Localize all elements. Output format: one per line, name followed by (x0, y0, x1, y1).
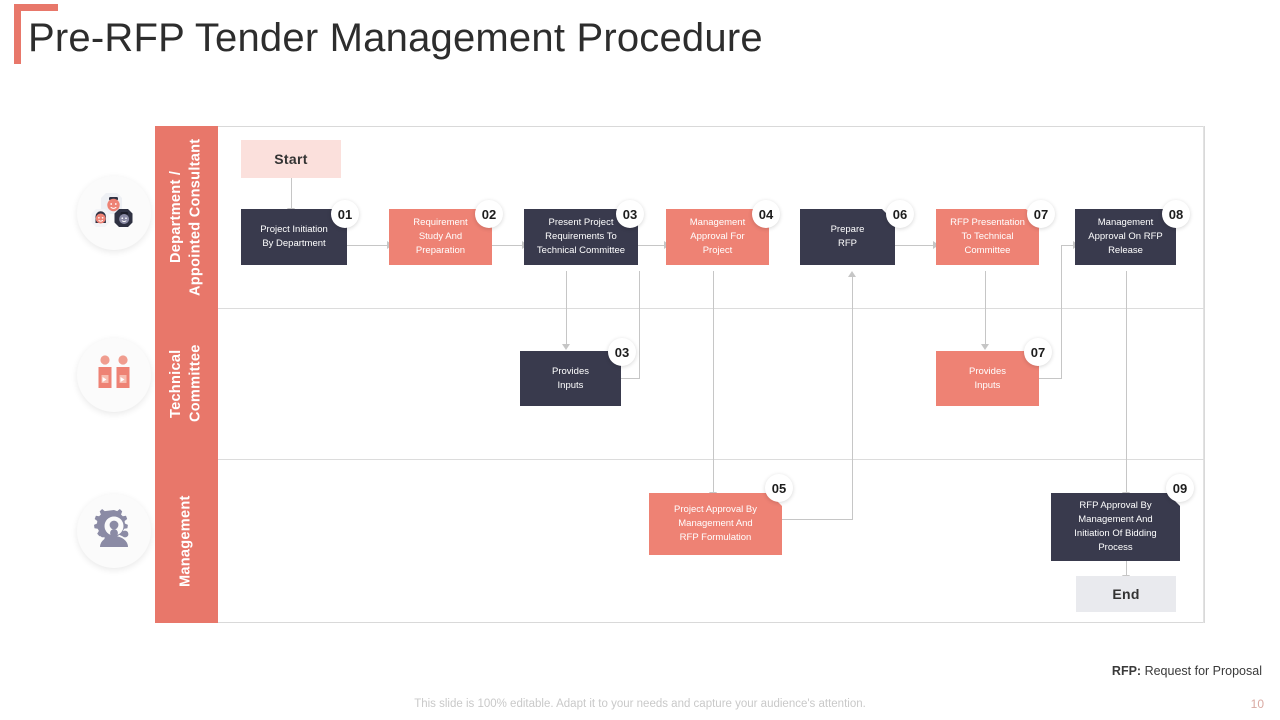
terminator-start-label: Start (274, 151, 308, 167)
connector-start-to-01 (291, 178, 292, 209)
lane-label-management: Management (177, 495, 194, 587)
diagram-inner-rule (1203, 126, 1204, 623)
node-number-07: 07 (1033, 206, 1049, 222)
legend-abbreviation: RFP: Request for Proposal (1112, 664, 1262, 678)
gear-people-icon (77, 494, 151, 568)
accent-mark-horizontal (14, 4, 58, 11)
node-number-inputs-07: 07 (1030, 344, 1046, 360)
connector-inputs07-to-08-v (1061, 245, 1062, 379)
arrowhead-up (848, 271, 856, 277)
node-number-01: 01 (337, 206, 353, 222)
lane-divider (218, 459, 1205, 460)
terminator-start[interactable]: Start (241, 140, 341, 178)
arrowhead-down (562, 344, 570, 350)
node-number-06: 06 (892, 206, 908, 222)
page-number: 10 (1250, 697, 1264, 711)
node-number-04: 04 (758, 206, 774, 222)
node-number-badge-inputs-07: 07 (1024, 338, 1052, 366)
connector-04-to-05 (713, 271, 714, 493)
swimlane-label-bar (155, 126, 218, 623)
node-number-09: 09 (1172, 480, 1188, 496)
node-number-badge-06: 06 (886, 200, 914, 228)
node-number-badge-04: 04 (752, 200, 780, 228)
node-number-08: 08 (1168, 206, 1184, 222)
swimlane-diagram: Department /Appointed Consultant Technic… (155, 126, 1205, 623)
node-number-badge-09: 09 (1166, 474, 1194, 502)
connector-05-to-06-v (852, 277, 853, 520)
node-number-badge-05: 05 (765, 474, 793, 502)
accent-mark-vertical (14, 4, 21, 64)
connector-09-to-end (1126, 552, 1127, 576)
legend-term: RFP: (1111, 664, 1142, 678)
terminator-end-label: End (1112, 586, 1140, 602)
legend-definition: Request for Proposal (1141, 664, 1262, 678)
connector-06-to-07 (895, 245, 935, 246)
node-number-badge-01: 01 (331, 200, 359, 228)
terminator-end[interactable]: End (1076, 576, 1176, 612)
lane-divider (218, 308, 1205, 309)
connector-07-to-inputs07 (985, 271, 986, 345)
connector-inputs07-to-08-h1 (1039, 378, 1061, 379)
node-number-inputs-03: 03 (614, 344, 630, 360)
connector-01-to-02 (347, 245, 389, 246)
arrowhead-down (981, 344, 989, 350)
node-number-badge-03: 03 (616, 200, 644, 228)
node-number-badge-02: 02 (475, 200, 503, 228)
connector-08-to-09 (1126, 271, 1127, 493)
connector-05-to-06-h (782, 519, 852, 520)
node-number-02: 02 (481, 206, 497, 222)
node-number-badge-07: 07 (1027, 200, 1055, 228)
node-number-badge-08: 08 (1162, 200, 1190, 228)
page-title: Pre-RFP Tender Management Procedure (28, 16, 763, 60)
lane-label-department: Department /Appointed Consultant (167, 138, 204, 296)
node-number-05: 05 (771, 480, 787, 496)
people-group-icon (77, 176, 151, 250)
node-number-badge-inputs-03: 03 (608, 338, 636, 366)
node-number-03: 03 (622, 206, 638, 222)
connector-03-to-04 (638, 245, 666, 246)
footer-note: This slide is 100% editable. Adapt it to… (414, 698, 866, 710)
connector-02-to-03 (492, 245, 524, 246)
connector-03-to-inputs03 (566, 271, 567, 345)
two-people-icon (77, 338, 151, 412)
connector-inputs03-return (639, 271, 640, 378)
connector-inputs07-to-08-h2 (1061, 245, 1075, 246)
connector-inputs03-return-h (621, 378, 640, 379)
